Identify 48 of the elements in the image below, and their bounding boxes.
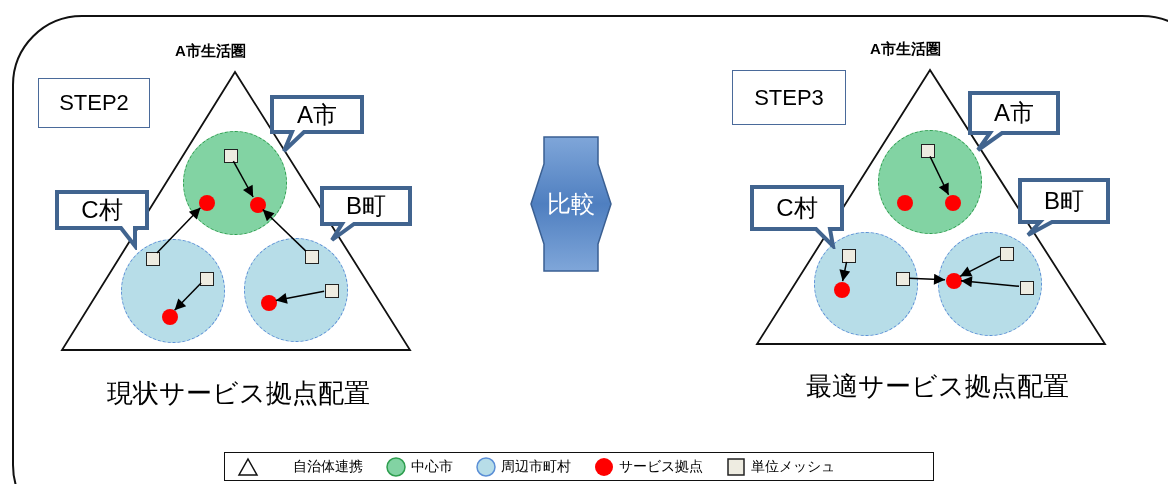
legend-label: 単位メッシュ	[751, 457, 835, 476]
legend-label: 周辺市町村	[501, 457, 571, 476]
service-point-dot	[199, 195, 215, 211]
service-point-dot	[897, 195, 913, 211]
step-label-box: STEP2	[38, 78, 150, 128]
mesh-square	[1000, 247, 1014, 261]
legend-label: 中心市	[411, 457, 453, 476]
service-point-dot	[162, 309, 178, 325]
arrow	[960, 276, 1020, 288]
service-point-dot	[250, 197, 266, 213]
mesh-square	[1020, 281, 1034, 295]
callout-box: C村	[750, 185, 844, 249]
callout-box: B町	[320, 186, 412, 244]
caption-text: 現状サービス拠点配置	[105, 377, 371, 409]
mesh-square	[325, 284, 339, 298]
callout-box: B町	[1018, 178, 1110, 238]
arrow	[839, 261, 851, 282]
region-heading: A市生活圏	[870, 40, 941, 57]
legend-label: 自治体連携	[293, 457, 363, 476]
arrow	[929, 155, 950, 196]
service-point-dot	[261, 295, 277, 311]
service-point-dot	[834, 282, 850, 298]
arrow	[173, 282, 202, 311]
mesh-square	[896, 272, 910, 286]
service-point-dot	[945, 195, 961, 211]
mesh-square	[224, 149, 238, 163]
mesh-square	[921, 144, 935, 158]
mesh-square	[305, 250, 319, 264]
callout-box: A市	[968, 91, 1060, 153]
arrow	[275, 290, 325, 304]
mesh-square	[200, 272, 214, 286]
region-heading: A市生活圏	[175, 42, 246, 59]
compare-double-arrow: 比較	[530, 136, 612, 272]
arrow	[262, 208, 307, 252]
arrow	[908, 273, 946, 285]
caption-text: 最適サービス拠点配置	[804, 370, 1070, 402]
central-city-circle	[183, 131, 287, 235]
legend-label: サービス拠点	[619, 457, 703, 476]
callout-box: C村	[55, 190, 149, 250]
mesh-square	[146, 252, 160, 266]
service-point-dot	[946, 273, 962, 289]
central-city-circle	[878, 130, 982, 234]
arrow	[156, 207, 202, 254]
arrow	[232, 160, 254, 198]
callout-box: A市	[270, 95, 364, 155]
mesh-square	[842, 249, 856, 263]
step-label-box: STEP3	[732, 70, 846, 125]
arrow	[959, 255, 1001, 278]
